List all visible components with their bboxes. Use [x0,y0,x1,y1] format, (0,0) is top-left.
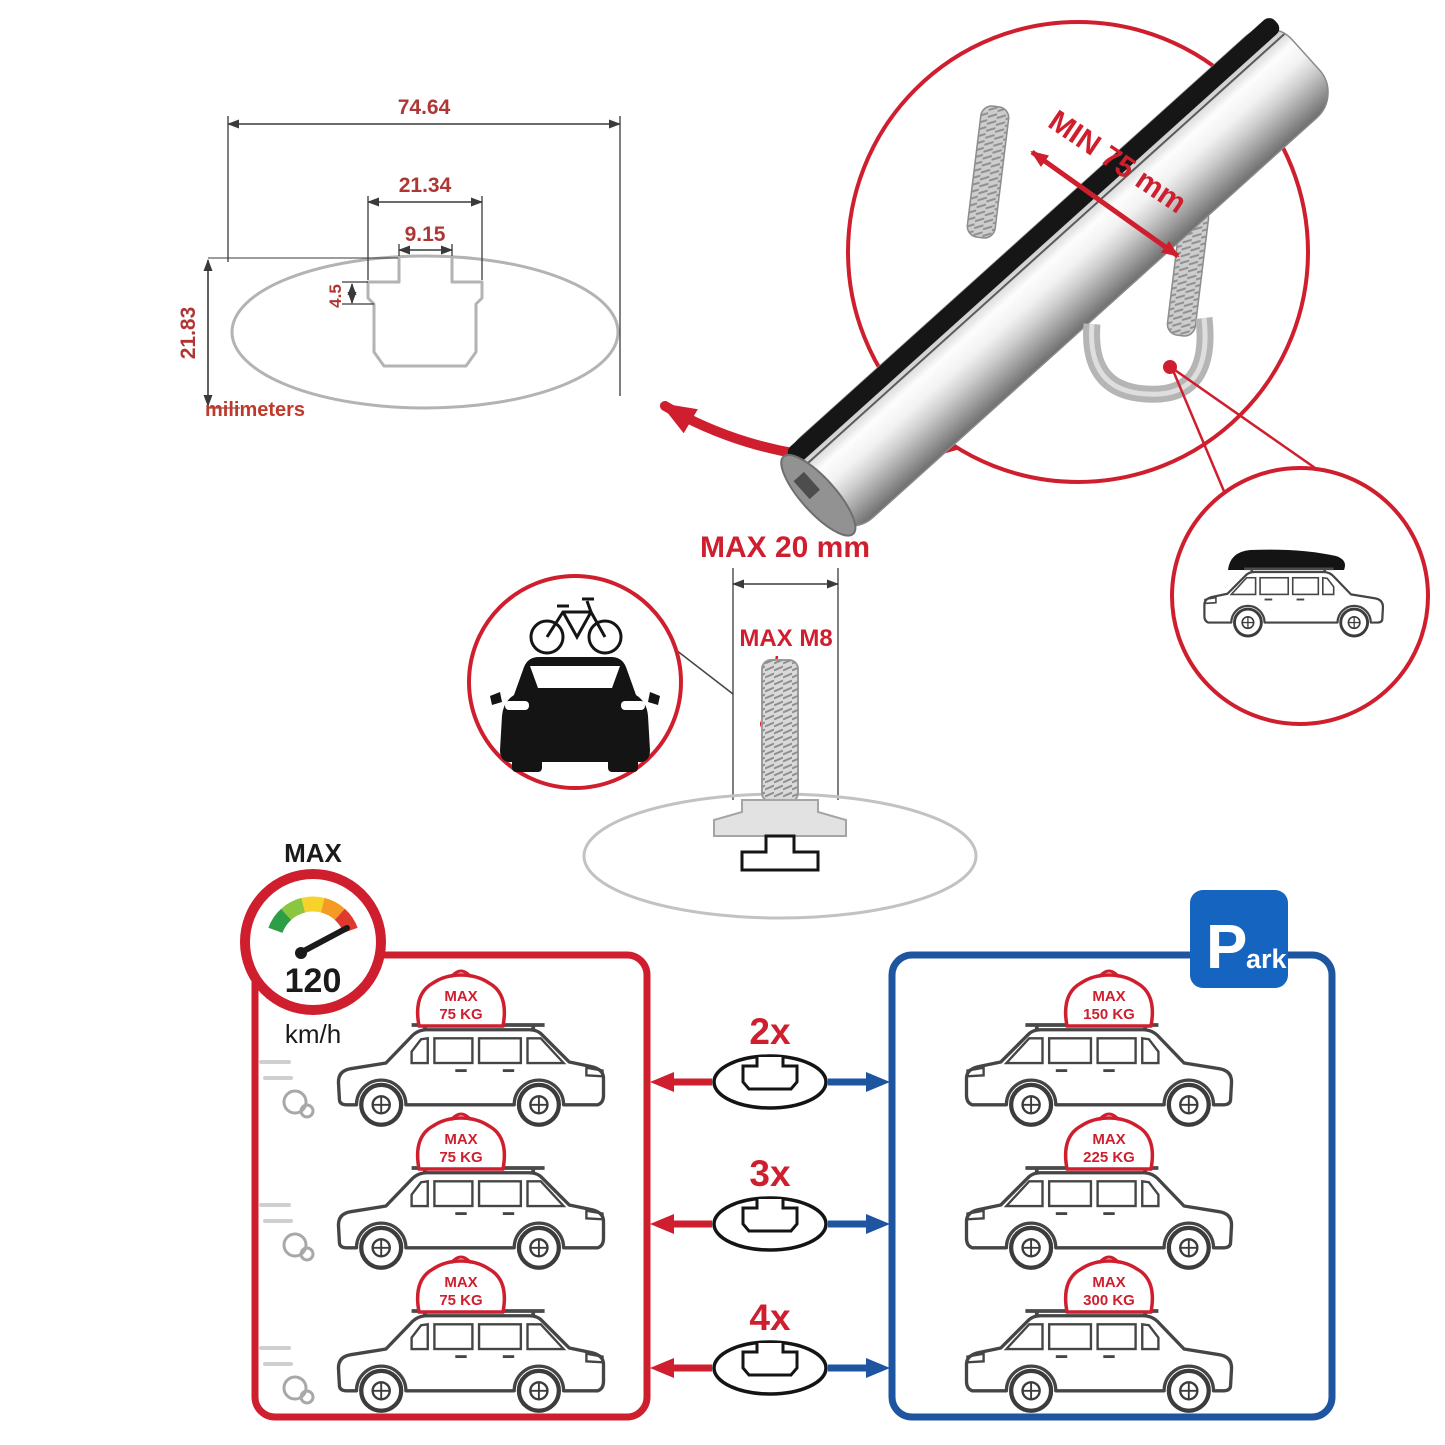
badge-line1: MAX [1092,1131,1125,1148]
bolt-illustration [713,659,847,837]
left-arrow [650,1072,674,1092]
dim-lip-depth: 4.5 [326,284,345,308]
park-sign: P ark [1190,890,1288,988]
badge-line2: 300 KG [1083,1292,1135,1309]
roof-load-badge-driving-3: MAX 75 KG [415,1255,507,1314]
badge-line1: MAX [1092,1274,1125,1291]
roof-load-badge-parked-1: MAX 150 KG [1063,969,1155,1028]
max-bolt-length-label: MAX 20 mm [700,531,870,564]
roof-load-badge-parked-3: MAX 300 KG [1063,1255,1155,1314]
roof-box [1228,549,1345,570]
cross-section-diagram: 74.64 21.34 9.15 4.5 21.83 milimeters [177,96,621,421]
park-sign-suffix: ark [1246,944,1288,974]
badge-line2: 75 KG [439,1006,482,1023]
clamp-threaded-post-left [966,105,1010,239]
badge-line2: 75 KG [439,1149,482,1166]
right-arrow [866,1358,890,1378]
capacity-chart: P ark MAX 120 km/h [240,838,1336,1421]
badge-line1: MAX [444,988,477,1005]
min-clamp-arrow [1030,149,1180,259]
bar-profile-icon [712,1054,828,1110]
bar-profile-icon [712,1196,828,1252]
gauge-needle [297,925,350,956]
badge-line1: MAX [444,1131,477,1148]
gauge-ring [240,869,386,1015]
speed-value: 120 [285,962,342,1000]
bar-profile-icon [712,1340,828,1396]
bar-count-row-3: 4x [650,1297,890,1396]
bar-count-row-2: 3x [650,1153,890,1252]
roof-load-badge-parked-2: MAX 225 KG [1063,1112,1155,1171]
dim-slot-width: 21.34 [399,174,452,197]
profile-ellipse [230,254,620,410]
units-label: milimeters [205,399,305,421]
right-arrow [866,1214,890,1234]
profile-t-slot [366,258,484,368]
roof-load-badge-driving-1: MAX 75 KG [415,969,507,1028]
badge-line2: 75 KG [439,1292,482,1309]
speed-max-label: MAX [284,838,342,868]
car-front-icon [490,657,660,772]
bike-icon [529,597,623,655]
left-arrow [650,1214,674,1234]
badge-line1: MAX [1092,988,1125,1005]
badge-line1: MAX [444,1274,477,1291]
max-thread-label: MAX M8 [739,625,832,652]
bar-count-label: 4x [749,1297,791,1338]
right-arrow [866,1072,890,1092]
bolt-diagram: MAX 20 mm MAX M8 [467,531,978,920]
badge-line2: 225 KG [1083,1149,1135,1166]
dim-opening-width: 9.15 [405,223,446,246]
bar-detail-callout: MIN 75 mm [780,18,1430,726]
badge-line2: 150 KG [1083,1006,1135,1023]
roof-load-badge-driving-2: MAX 75 KG [415,1112,507,1171]
t-nut-profile [740,834,820,872]
speed-units: km/h [285,1019,341,1049]
bar-end-cap [780,454,857,537]
bar-count-label: 3x [749,1153,791,1194]
park-sign-letter: P [1206,913,1247,982]
speedometer-gauge: MAX 120 km/h [240,838,386,1049]
dim-total-width: 74.64 [398,96,451,119]
dim-height: 21.83 [177,307,200,360]
left-arrow [650,1358,674,1378]
bar-count-row-1: 2x [650,1011,890,1110]
bar-count-label: 2x [749,1011,791,1052]
